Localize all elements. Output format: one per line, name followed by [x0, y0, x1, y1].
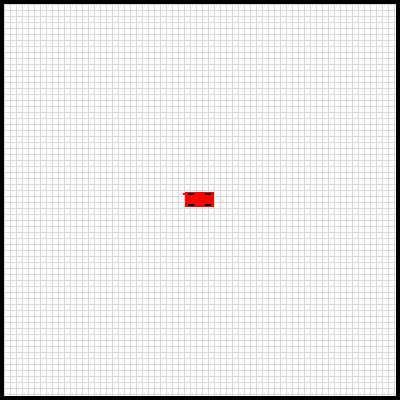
car-wheel-front-right	[205, 193, 211, 195]
car-front-marker	[183, 193, 185, 195]
car-wheel-rear-right	[205, 204, 211, 206]
game-grid-field[interactable]	[4, 4, 396, 396]
car-wheel-rear-left	[188, 204, 194, 206]
player-car[interactable]	[183, 192, 214, 207]
car-wheel-front-left	[188, 193, 194, 195]
